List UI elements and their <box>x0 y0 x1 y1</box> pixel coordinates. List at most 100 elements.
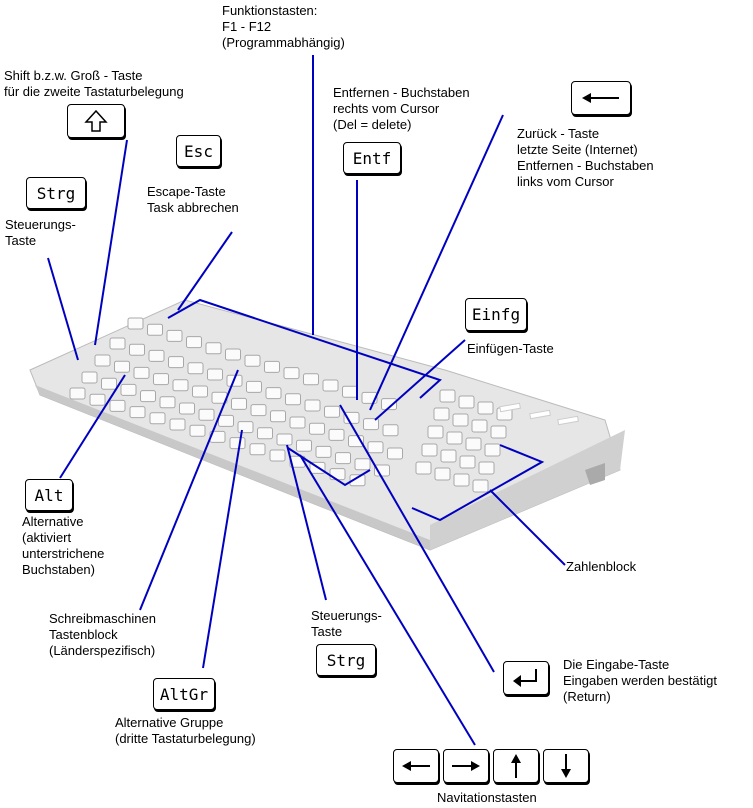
backspace-arrow-icon <box>582 93 619 103</box>
numpad-keycap <box>440 449 457 463</box>
label-steuerung-bottom: Steuerungs- Taste <box>311 608 382 639</box>
keyboard-keycap <box>120 383 137 396</box>
keyboard-keycap <box>367 441 384 454</box>
numpad-keycap <box>471 419 488 433</box>
arrow-left-icon <box>402 761 430 771</box>
numpad-keycap <box>427 425 444 439</box>
keyboard-keycap <box>304 399 321 412</box>
numpad-keycap <box>453 473 470 487</box>
keyboard-keycap <box>283 367 300 380</box>
keyboard-keycap <box>237 421 254 434</box>
keyboard-keycap <box>335 452 351 465</box>
leader-navigation <box>299 454 476 746</box>
keyboard-keycap <box>81 371 98 384</box>
leader-schreibmaschine <box>139 369 239 611</box>
keyboard-keycap <box>270 410 286 423</box>
numpad-keycap <box>465 437 482 451</box>
keyboard-keycap <box>387 447 403 460</box>
strg-key-bottom: Strg <box>316 644 376 676</box>
shift-key <box>67 104 125 138</box>
keyboard-keycap <box>289 416 306 429</box>
keyboard-keycap <box>257 427 273 440</box>
function-key-outline <box>167 298 442 399</box>
keyboard-keycap <box>363 418 379 431</box>
keyboard-keycap <box>303 373 319 386</box>
keyboard-keycap <box>127 317 144 330</box>
keyboard-keycap <box>276 433 293 446</box>
leader-alt <box>59 374 126 479</box>
keyboard-keycap <box>381 398 397 411</box>
keyboard-keycap <box>114 360 130 373</box>
keyboard-keycap <box>140 390 156 403</box>
leader-enter <box>339 404 495 673</box>
einfg-key: Einfg <box>465 298 527 331</box>
keyboard-keycap <box>153 373 169 386</box>
label-entfernen: Entfernen - Buchstaben rechts vom Cursor… <box>333 85 470 132</box>
arrow-right-icon <box>452 761 480 771</box>
numpad-keycap <box>434 467 451 481</box>
keyboard-keycap <box>249 443 266 456</box>
label-altgr: Alternative Gruppe (dritte Tastaturbeleg… <box>115 715 256 746</box>
label-steuerung-left: Steuerungs- Taste <box>5 217 76 248</box>
leader-zahlenblock <box>489 489 566 566</box>
keyboard-keycap <box>285 393 301 406</box>
keyboard-keycap <box>264 360 280 373</box>
keyboard-keycap <box>246 380 262 393</box>
label-schreibmaschine: Schreibmaschinen Tastenblock (Länderspez… <box>49 611 156 658</box>
keyboard-keycap <box>322 379 339 392</box>
keyboard-keycap <box>159 396 176 409</box>
keyboard-keycap <box>147 323 163 336</box>
numpad-keycap <box>458 395 475 409</box>
keyboard-keycap <box>148 349 165 362</box>
keyboard-keycap <box>189 424 206 437</box>
alt-key: Alt <box>25 479 73 511</box>
keyboard-keycap <box>269 449 286 462</box>
arrow-down-key <box>543 749 589 783</box>
leader-esc <box>177 231 233 311</box>
backspace-key <box>571 81 631 115</box>
keyboard-keycap <box>129 406 146 419</box>
label-zurueck: Zurück - Taste letzte Seite (Internet) E… <box>517 126 654 189</box>
leader-strg-bottom <box>286 444 327 601</box>
numpad-keycap <box>484 443 501 457</box>
keyboard-keycap <box>129 343 145 356</box>
keyboard-keycap <box>205 342 222 355</box>
enter-key <box>503 661 549 695</box>
entf-key: Entf <box>343 142 401 174</box>
label-alt: Alternative (aktiviert unterstrichene Bu… <box>22 514 105 577</box>
strg-key-left: Strg <box>26 177 86 209</box>
keyboard-keycap <box>101 377 117 390</box>
numpad-keycap <box>439 389 456 403</box>
numpad-keycap <box>421 443 438 457</box>
numpad-keycap <box>459 455 476 469</box>
keyboard-keycap <box>149 412 166 425</box>
keyboard-illustration <box>29 299 625 551</box>
keyboard-keycap <box>265 387 282 400</box>
keyboard-keycap <box>225 348 241 361</box>
leader-backspace <box>369 114 504 411</box>
keyboard-keycap <box>168 356 184 369</box>
keyboard-keycap <box>229 437 246 450</box>
keyboard-keycap <box>244 354 261 367</box>
numpad-keycap <box>433 407 450 421</box>
keyboard-keycap <box>186 336 202 349</box>
numpad-keycap <box>415 461 432 475</box>
esc-key: Esc <box>176 135 221 167</box>
keyboard-keycap <box>187 362 204 375</box>
label-eingabe: Die Eingabe-Taste Eingaben werden bestät… <box>563 657 717 704</box>
label-shift: Shift b.z.w. Groß - Taste für die zweite… <box>4 68 184 99</box>
keyboard-keycap <box>296 439 312 452</box>
keyboard-keycap <box>169 418 186 431</box>
keyboard-keycap <box>354 458 371 471</box>
keyboard-keycap <box>109 399 126 412</box>
leader-altgr <box>202 429 243 669</box>
keyboard-keycap <box>328 428 345 441</box>
keyboard-keycap <box>69 387 86 400</box>
keyboard-keycap <box>166 329 183 342</box>
arrow-down-icon <box>561 754 571 778</box>
keyboard-keycap <box>342 385 358 398</box>
keyboard-keycap <box>198 408 215 421</box>
shift-arrow-icon <box>84 109 108 132</box>
enter-arrow-icon <box>513 669 537 687</box>
